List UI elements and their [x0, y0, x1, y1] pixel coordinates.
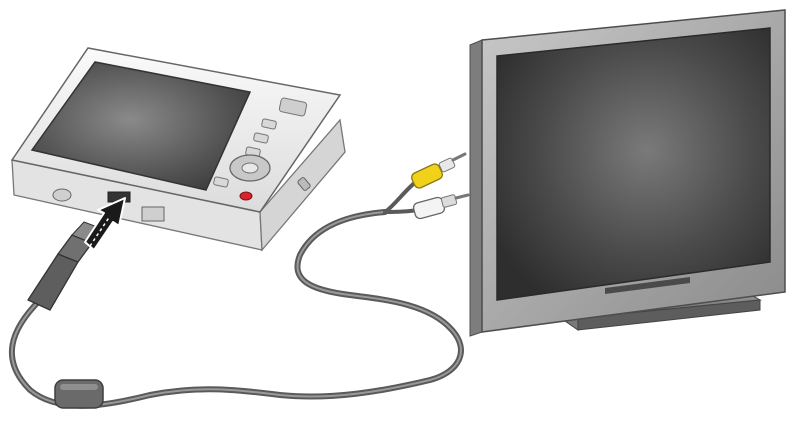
- rca-plug-white: [412, 194, 468, 219]
- tv-icon: [470, 10, 785, 336]
- shutter-button: [240, 192, 252, 200]
- camera-icon: [12, 48, 345, 250]
- tv-screen: [497, 28, 770, 300]
- rca-plug-yellow: [410, 154, 465, 190]
